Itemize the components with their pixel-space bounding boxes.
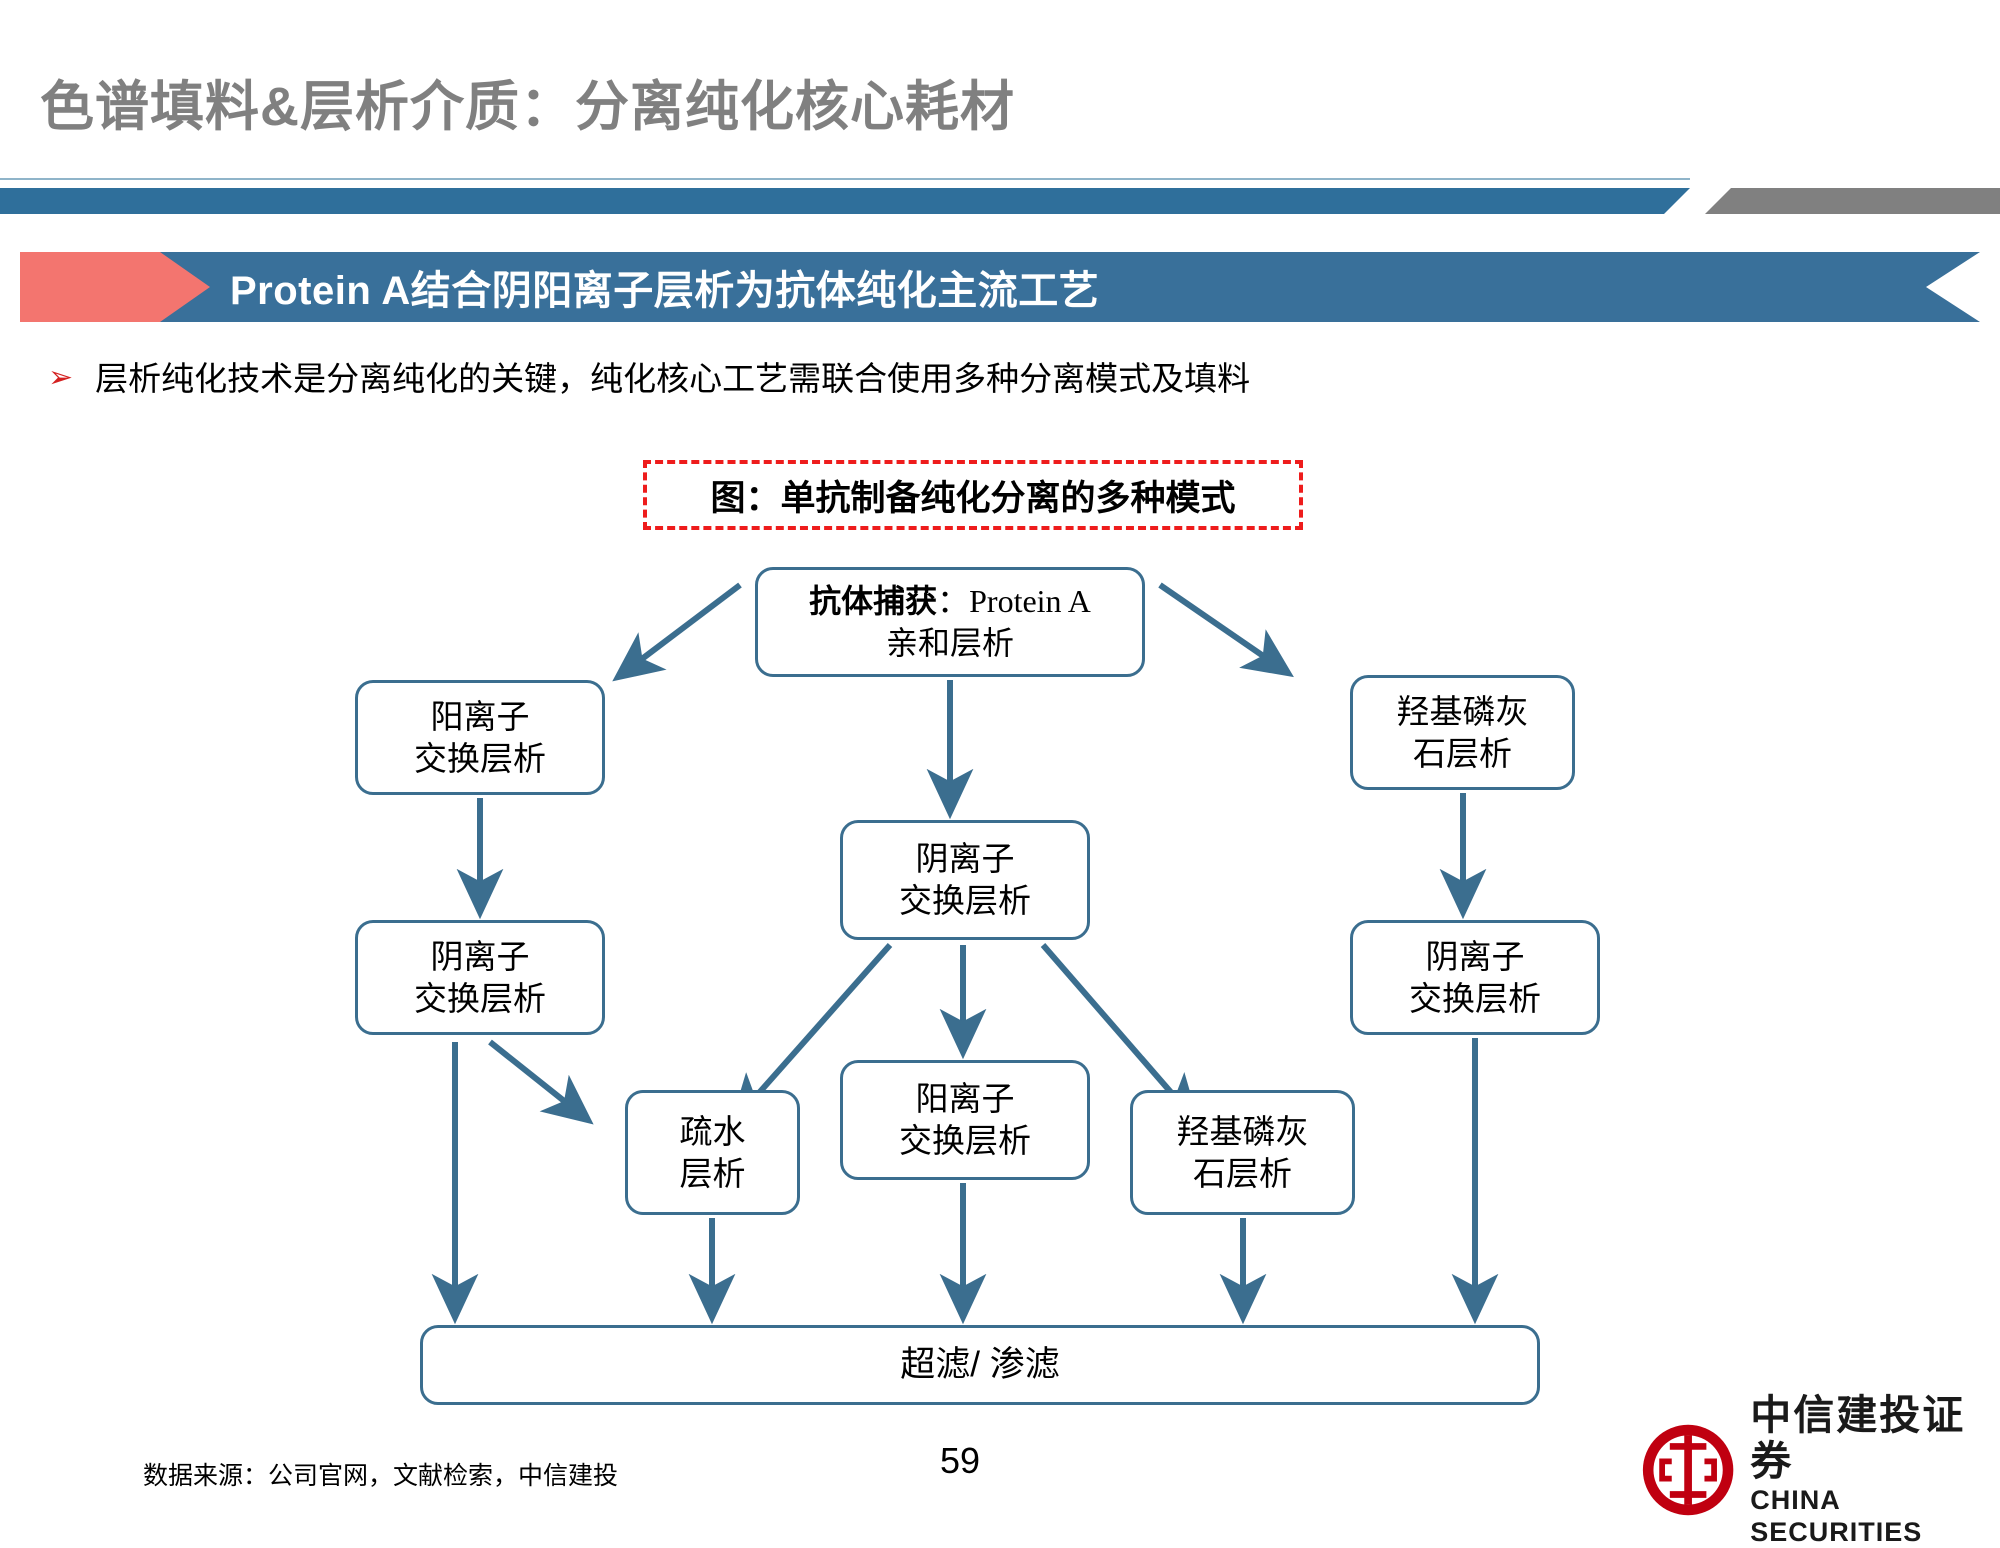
node-hydroxyapatite-middle: 羟基磷灰 石层析 — [1130, 1090, 1355, 1215]
node-cation-left-line2: 交换层析 — [414, 739, 546, 777]
node-cation-exchange-middle: 阳离子 交换层析 — [840, 1060, 1090, 1180]
flowchart-arrows — [431, 582, 1499, 1325]
node-antibody-capture: 抗体捕获：Protein A 亲和层析 — [755, 567, 1145, 677]
company-logo: 中信建投证券 CHINA SECURITIES — [1640, 1392, 2000, 1548]
header-bar-gray — [1705, 188, 2000, 214]
header-bar-blue — [0, 188, 1690, 214]
bullet-triangle-icon: ➢ — [48, 361, 74, 394]
page-title: 色谱填料&层析介质：分离纯化核心耗材 — [40, 77, 1015, 137]
node-anion-left-line1: 阴离子 — [430, 937, 530, 975]
node-hydrophobic-chromatography: 疏水 层析 — [625, 1090, 800, 1215]
node-anion-exchange-middle: 阴离子 交换层析 — [840, 820, 1090, 940]
node-capture-bold: 抗体捕获 — [809, 583, 938, 619]
bullet-row: ➢ 层析纯化技术是分离纯化的关键，纯化核心工艺需联合使用多种分离模式及填料 — [48, 358, 1250, 400]
node-anion-right-line2: 交换层析 — [1409, 979, 1541, 1017]
flowchart: 抗体捕获：Protein A 亲和层析 阳离子 交换层析 阴离子 交换层析 阴离… — [0, 430, 2000, 1405]
node-anion-right-line1: 阴离子 — [1425, 937, 1525, 975]
banner-background — [20, 252, 1980, 322]
node-capture-serif: ：Protein A — [937, 583, 1091, 619]
citic-circle-logo-icon — [1642, 1424, 1734, 1516]
node-anion-middle-line2: 交换层析 — [899, 882, 1031, 919]
node-cation-middle-line1: 阳离子 — [915, 1080, 1015, 1117]
node-hydroxyapatite-right: 羟基磷灰 石层析 — [1350, 675, 1575, 790]
logo-english-name: CHINA SECURITIES — [1750, 1485, 1923, 1547]
node-hydro-line1: 疏水 — [679, 1112, 746, 1150]
logo-chinese-name: 中信建投证券 — [1750, 1392, 1966, 1484]
node-hap-middle-line2: 石层析 — [1193, 1154, 1292, 1192]
node-anion-left-line2: 交换层析 — [414, 979, 546, 1017]
page-number: 59 — [940, 1440, 981, 1481]
slide-root: 色谱填料&层析介质：分离纯化核心耗材 Protein A结合阴阳离子层析为抗体纯… — [0, 77, 2000, 1547]
node-hydro-line2: 层析 — [679, 1154, 746, 1192]
node-cation-middle-line2: 交换层析 — [899, 1122, 1031, 1159]
figure-caption-text: 图：单抗制备纯化分离的多种模式 — [710, 478, 1236, 518]
node-capture-line2: 亲和层析 — [885, 625, 1014, 661]
node-hap-right-line2: 石层析 — [1413, 734, 1512, 772]
banner-title: Protein A结合阴阳离子层析为抗体纯化主流工艺 — [230, 269, 1100, 313]
source-note: 数据来源：公司官网，文献检索，中信建投 — [143, 1462, 619, 1490]
section-banner: Protein A结合阴阳离子层析为抗体纯化主流工艺 — [20, 252, 1980, 322]
node-ultrafiltration-diafiltration: 超滤/ 渗滤 — [420, 1325, 1540, 1405]
title-rule — [0, 178, 1690, 180]
figure-caption-box: 图：单抗制备纯化分离的多种模式 — [643, 460, 1303, 530]
node-anion-middle-line1: 阴离子 — [915, 840, 1015, 877]
node-cation-left-line1: 阳离子 — [430, 697, 530, 735]
bullet-text: 层析纯化技术是分离纯化的关键，纯化核心工艺需联合使用多种分离模式及填料 — [95, 360, 1251, 397]
node-hap-middle-line1: 羟基磷灰 — [1176, 1112, 1309, 1150]
node-cation-exchange-left: 阳离子 交换层析 — [355, 680, 605, 795]
node-hap-right-line1: 羟基磷灰 — [1396, 692, 1529, 730]
node-final-label: 超滤/ 渗滤 — [900, 1345, 1060, 1384]
node-anion-exchange-right: 阴离子 交换层析 — [1350, 920, 1600, 1035]
node-anion-exchange-left: 阴离子 交换层析 — [355, 920, 605, 1035]
